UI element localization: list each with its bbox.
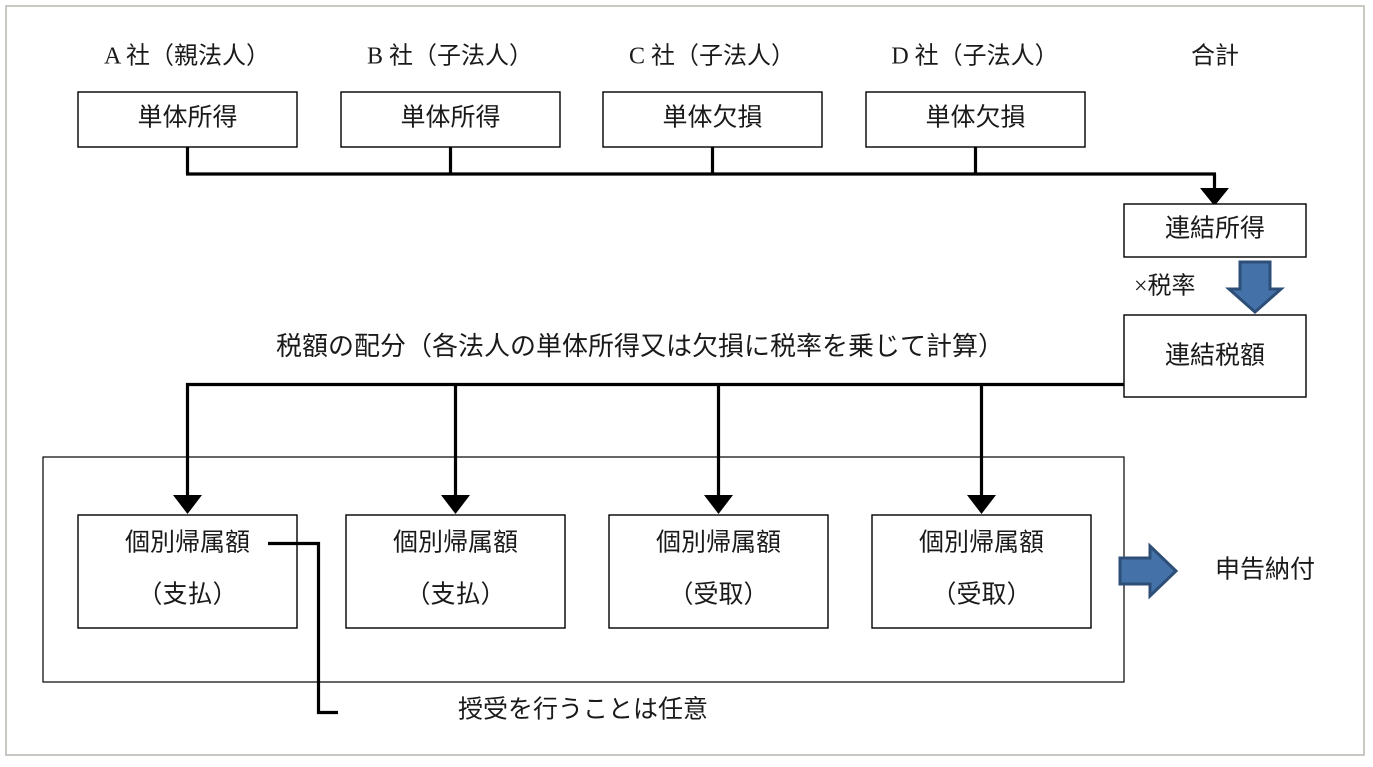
attribution-box-d-line2: （受取） [931, 581, 1031, 609]
consolidated-income-box [1123, 203, 1307, 258]
arrowhead-to-attribution-c [704, 495, 733, 514]
optional-transfer-connector [268, 541, 338, 715]
attribution-box-b-line2: （支払） [405, 581, 505, 609]
tax-rate-label: ×税率 [1134, 273, 1196, 300]
total-header: 合計 [1191, 43, 1239, 70]
attribution-box-d-line1: 個別帰属額 [919, 529, 1044, 557]
allocation-note: 税額の配分（各法人の単体所得又は欠損に税率を乗じて計算） [276, 332, 1004, 361]
income-box-a-label: 単体所得 [137, 104, 237, 132]
attribution-box-c [608, 514, 829, 629]
arrowhead-to-attribution-b [441, 495, 470, 514]
income-box-c-label: 単体欠損 [662, 104, 762, 132]
attribution-box-a [77, 514, 298, 629]
attribution-box-a-line2: （支払） [137, 581, 237, 609]
arrowhead-to-consolidated-income [1200, 188, 1229, 206]
company-header-d: D 社（子法人） [891, 43, 1058, 70]
income-box-b-label: 単体所得 [400, 104, 500, 132]
consolidated-income-label: 連結所得 [1165, 215, 1265, 243]
consolidated-tax-label: 連結税額 [1165, 342, 1265, 370]
optional-transfer-note: 授受を行うことは任意 [458, 696, 708, 724]
filing-payment-label: 申告納付 [1215, 556, 1315, 584]
attribution-box-a-line1: 個別帰属額 [125, 529, 250, 557]
attribution-box-c-line1: 個別帰属額 [656, 529, 781, 557]
attribution-box-c-line2: （受取） [668, 581, 768, 609]
blue-down-arrow-icon [1225, 260, 1285, 315]
arrowhead-to-attribution-a [173, 495, 202, 514]
income-box-b [340, 91, 561, 148]
attribution-box-b [345, 514, 566, 629]
income-box-d-label: 単体欠損 [925, 104, 1025, 132]
income-box-c [602, 91, 823, 148]
blue-right-arrow-icon [1118, 542, 1179, 600]
attribution-box-d [871, 514, 1092, 629]
attribution-box-b-line1: 個別帰属額 [393, 529, 518, 557]
company-header-c: C 社（子法人） [629, 43, 795, 70]
income-box-a [77, 91, 298, 148]
consolidated-tax-box [1123, 314, 1307, 398]
company-header-b: B 社（子法人） [367, 43, 533, 70]
company-header-a: A 社（親法人） [104, 43, 270, 70]
arrowhead-to-attribution-d [967, 495, 996, 514]
